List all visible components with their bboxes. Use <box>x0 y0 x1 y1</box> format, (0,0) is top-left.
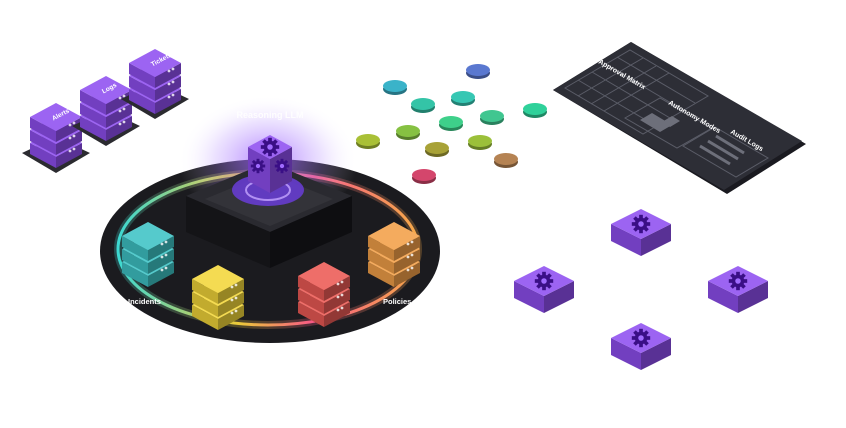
signal-dot <box>356 134 380 149</box>
policies-label: Policies <box>383 297 411 306</box>
signal-dot <box>411 98 435 113</box>
signal-dot <box>396 125 420 140</box>
yellow-stack <box>192 265 244 330</box>
agent-cube-left <box>514 266 574 313</box>
agent-cube-top <box>611 209 671 256</box>
signal-dot <box>468 135 492 150</box>
signal-dot <box>439 116 463 131</box>
signal-dot <box>494 153 518 168</box>
data-source-stack-logs: Logs <box>80 76 132 141</box>
agent-cube-bottom <box>611 323 671 370</box>
gear-icon <box>260 137 280 157</box>
platform-stacks <box>122 222 420 330</box>
llm-title-line2: Reasoning LLM <box>237 110 304 120</box>
gear-icon <box>631 214 651 234</box>
incidents-label: Incidents <box>128 297 161 306</box>
signal-dot <box>383 80 407 95</box>
signal-dots <box>356 64 547 184</box>
signal-dot <box>425 142 449 157</box>
signal-dot <box>480 110 504 125</box>
red-stack <box>298 262 350 327</box>
control-panel: Approval Matrix Autonomy Modes Audit Log… <box>553 42 806 194</box>
gear-icon <box>534 271 554 291</box>
data-source-stack-alerts: Alerts <box>30 103 82 168</box>
gear-icon <box>250 158 266 174</box>
signal-dot <box>412 169 436 184</box>
agent-cube-right <box>708 266 768 313</box>
gear-icon <box>274 158 290 174</box>
incidents-stack <box>122 222 174 287</box>
gear-icon <box>728 271 748 291</box>
llm-cube <box>248 135 292 193</box>
data-source-stack-tickets: Tickets <box>129 49 181 114</box>
signal-dot <box>451 91 475 106</box>
policies-stack <box>368 222 420 287</box>
signal-dot <box>523 103 547 118</box>
signal-dot <box>466 64 490 79</box>
gear-icon <box>631 328 651 348</box>
agent-cubes <box>514 209 768 370</box>
